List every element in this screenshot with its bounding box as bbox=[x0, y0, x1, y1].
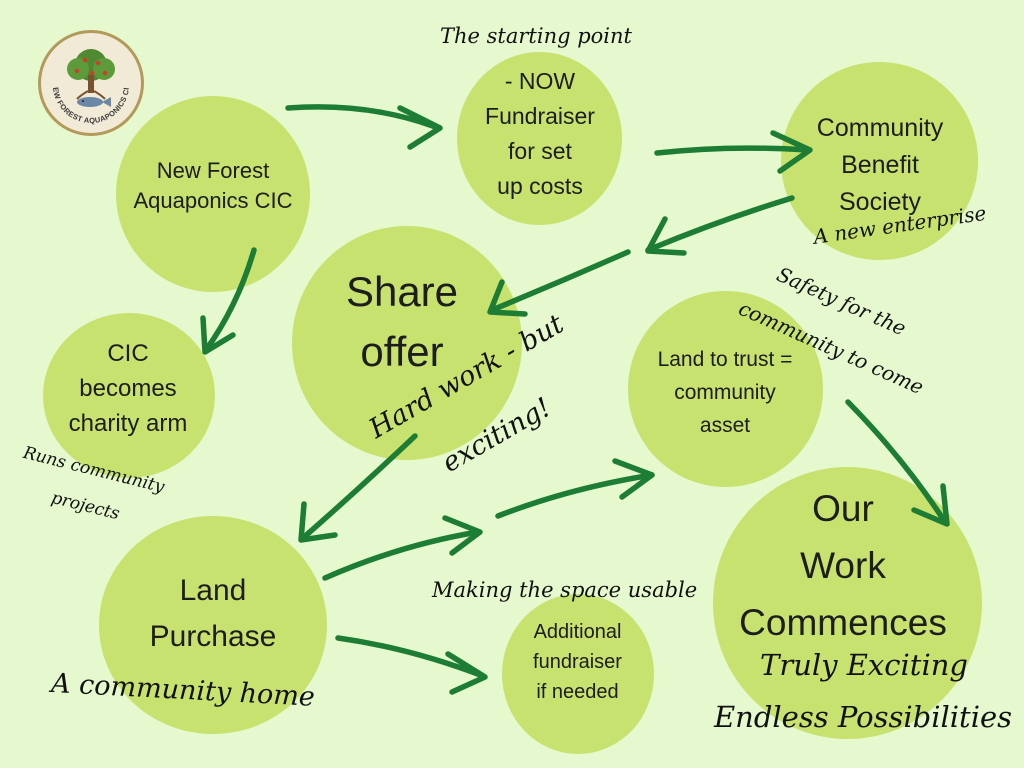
arrow-newforest-to-fundraiser bbox=[285, 104, 443, 150]
node-community-benefit-label: Community Benefit Society bbox=[816, 114, 944, 216]
arrow-land-trust-to-our-work bbox=[845, 399, 950, 527]
annotation-endless-possibilities: Endless Possibilities bbox=[714, 700, 1013, 734]
logo: NEW FOREST AQUAPONICS CIC bbox=[38, 30, 144, 136]
node-fundraiser-circle bbox=[457, 52, 622, 225]
node-additional-fundraiser-label: Additional fundraiser if needed bbox=[533, 621, 622, 703]
annotation-truly-exciting: Truly Exciting bbox=[760, 648, 968, 682]
arrow-community-to-share-2 bbox=[487, 249, 631, 317]
annotation-making-space: Making the space usable bbox=[432, 578, 698, 602]
tree-fish-icon: NEW FOREST AQUAPONICS CIC bbox=[41, 33, 137, 129]
node-land-purchase-label: Land Purchase bbox=[149, 574, 277, 653]
arrow-land-purchase-to-additional bbox=[335, 635, 488, 695]
node-new-forest-label: New Forest Aquaponics CIC bbox=[133, 158, 293, 213]
node-cic-charity-label: CIC becomes charity arm bbox=[68, 340, 188, 437]
node-share-offer-label: Share offer bbox=[345, 268, 459, 375]
node-new-forest-circle bbox=[116, 96, 310, 292]
node-land-trust-circle bbox=[628, 291, 823, 487]
node-our-work-label: Our Work Commences bbox=[739, 488, 947, 643]
arrow-fundraiser-to-community bbox=[654, 130, 813, 174]
arrow-community-to-share bbox=[645, 195, 795, 256]
annotation-starting-point: The starting point bbox=[440, 24, 632, 48]
node-share-offer-circle bbox=[292, 226, 522, 460]
node-cic-charity-circle bbox=[43, 313, 215, 478]
arrow-newforest-to-cic bbox=[200, 247, 257, 355]
node-community-benefit-circle bbox=[781, 62, 978, 260]
node-land-purchase-circle bbox=[99, 516, 327, 734]
node-additional-fundraiser-circle bbox=[502, 594, 654, 754]
arrow-share-to-land-purchase bbox=[298, 433, 418, 543]
node-land-trust-label: Land to trust = community asset bbox=[657, 348, 793, 437]
arrow-middle-to-land-trust bbox=[495, 458, 655, 519]
node-fundraiser-label: - NOW Fundraiser for set up costs bbox=[485, 68, 595, 199]
arrow-land-purchase-to-middle bbox=[322, 515, 483, 581]
